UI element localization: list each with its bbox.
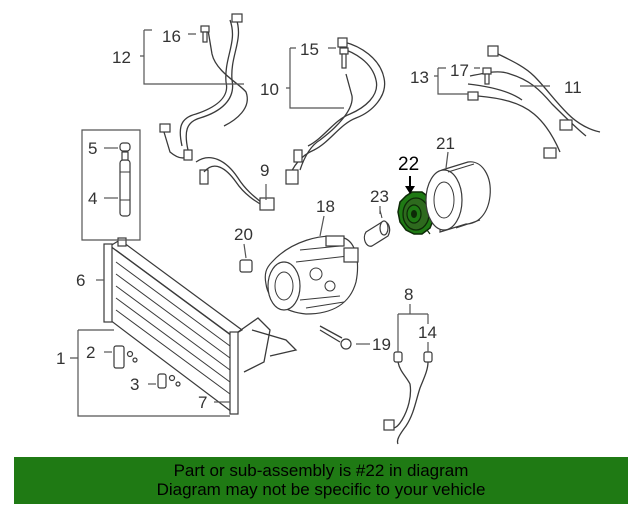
callout-20: 20 [234, 225, 253, 244]
drier-4 [119, 151, 131, 217]
callout-19: 19 [372, 335, 391, 354]
banner-line-disclaimer: Diagram may not be specific to your vehi… [156, 480, 486, 499]
hose-assembly-12 [159, 13, 269, 209]
callout-8: 8 [404, 285, 413, 304]
cap-5 [119, 142, 131, 152]
callout-18: 18 [316, 197, 335, 216]
callout-12: 12 [112, 48, 131, 67]
cap-16 [200, 25, 210, 43]
parts-diagram: 16 12 15 10 17 13 11 5 4 9 21 22 23 18 2… [56, 13, 601, 445]
condenser-6 [103, 237, 298, 415]
hose-assembly-10 [285, 37, 386, 185]
cap-15 [339, 47, 349, 69]
callout-2: 2 [86, 343, 95, 362]
info-banner: Part or sub-assembly is #22 in diagram D… [14, 457, 628, 504]
hose-assembly-11 [467, 45, 601, 159]
bracket-3 [157, 373, 181, 389]
callout-3: 3 [130, 375, 139, 394]
banner-line-part: Part or sub-assembly is #22 in diagram [173, 461, 469, 480]
callout-11: 11 [564, 78, 582, 97]
callout-13: 13 [410, 68, 429, 87]
callout-15: 15 [300, 40, 319, 59]
callout-21: 21 [436, 134, 455, 153]
callout-17: 17 [450, 61, 469, 80]
clutch-hub-22 [397, 191, 438, 235]
arrow-22 [405, 176, 415, 194]
callout-14: 14 [418, 323, 437, 342]
seal-23 [363, 209, 391, 247]
callout-16: 16 [162, 27, 181, 46]
callout-5: 5 [88, 139, 97, 158]
pulley-21 [425, 161, 491, 233]
callout-9: 9 [260, 161, 269, 180]
sensor-2 [113, 345, 138, 369]
callout-7: 7 [198, 393, 207, 412]
callout-10: 10 [260, 80, 279, 99]
callout-22: 22 [398, 154, 419, 175]
callout-1: 1 [56, 349, 65, 368]
compressor-18 [264, 235, 359, 315]
callout-6: 6 [76, 271, 85, 290]
bushing-20 [239, 259, 253, 273]
switch-8 [383, 351, 433, 445]
callout-23: 23 [370, 187, 389, 206]
leader-lines [70, 29, 550, 417]
callout-4: 4 [88, 189, 97, 208]
line-9 [203, 165, 275, 211]
bolt-19 [319, 325, 352, 350]
cap-17 [482, 67, 492, 85]
